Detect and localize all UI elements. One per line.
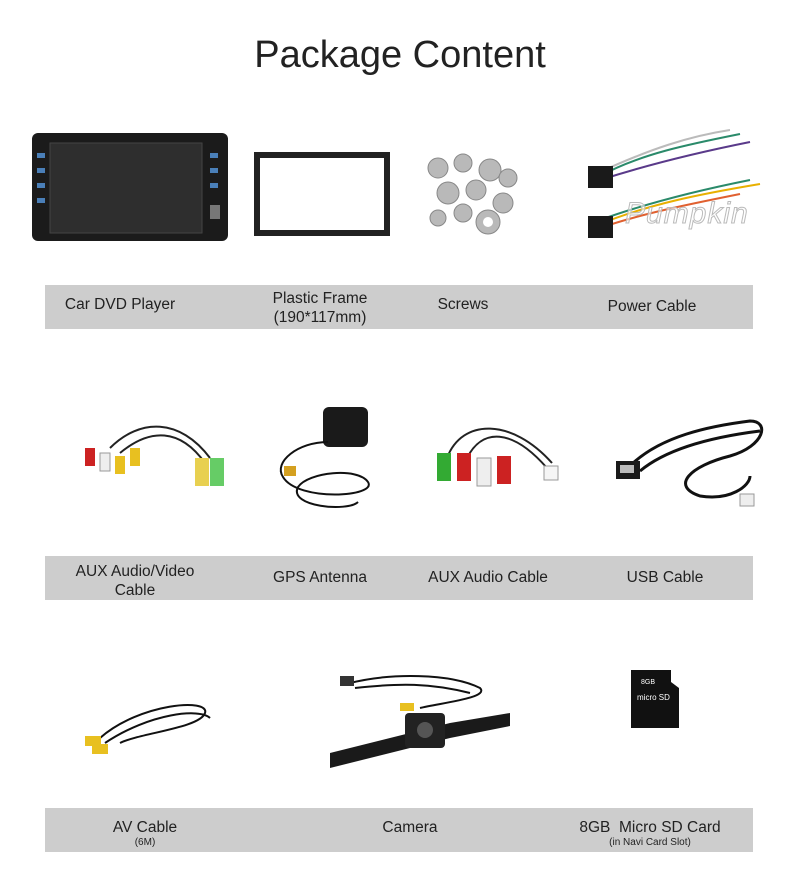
caption-camera: Camera bbox=[382, 819, 438, 836]
caption-screws: Screws bbox=[437, 296, 489, 313]
plastic-frame-image bbox=[254, 152, 390, 236]
caption-gps-antenna: GPS Antenna bbox=[273, 569, 367, 586]
screws-image bbox=[427, 153, 518, 235]
caption-sub: (190*117mm) bbox=[273, 309, 367, 326]
usb-cable-image bbox=[616, 419, 764, 507]
micro-sd-card-image: 8GB micro SD bbox=[631, 670, 679, 728]
pumpkin-watermark-logo: Pumpkin bbox=[625, 197, 749, 231]
caption-sub: Cable bbox=[114, 582, 156, 599]
caption-main: AUX Audio/Video bbox=[75, 563, 195, 580]
sd-brand-text: micro SD bbox=[637, 693, 670, 702]
caption-sub: (6M) bbox=[134, 837, 156, 848]
aux-audio-cable-image bbox=[437, 427, 559, 487]
caption-micro-sd-card: 8GB Micro SD Card(in Navi Card Slot) bbox=[579, 818, 720, 849]
caption-aux-audio-cable: AUX Audio Cable bbox=[428, 569, 548, 586]
caption-power-cable: Power Cable bbox=[607, 298, 697, 315]
caption-main: AV Cable bbox=[112, 819, 178, 836]
gps-antenna-image bbox=[279, 407, 370, 508]
camera-image bbox=[330, 675, 510, 768]
caption-plastic-frame: Plastic Frame (190*117mm) bbox=[273, 289, 368, 327]
caption-sub: (in Navi Card Slot) bbox=[609, 837, 691, 848]
power-cable-image bbox=[588, 129, 761, 238]
caption-bar-row-3 bbox=[45, 808, 753, 852]
caption-car-dvd-player: Car DVD Player bbox=[64, 296, 176, 313]
caption-av-cable: AV Cable(6M) bbox=[113, 818, 177, 849]
caption-main: Plastic Frame bbox=[272, 290, 368, 307]
av-cable-image bbox=[85, 704, 211, 754]
car-dvd-player-image bbox=[32, 133, 228, 241]
caption-bar-row-1 bbox=[45, 285, 753, 329]
sd-capacity-text: 8GB bbox=[641, 679, 655, 686]
page-title: Package Content bbox=[254, 34, 546, 76]
caption-main: 8GB Micro SD Card bbox=[579, 819, 721, 836]
aux-av-cable-image bbox=[85, 425, 224, 486]
caption-usb-cable: USB Cable bbox=[626, 569, 704, 586]
caption-bar-row-2 bbox=[45, 556, 753, 600]
